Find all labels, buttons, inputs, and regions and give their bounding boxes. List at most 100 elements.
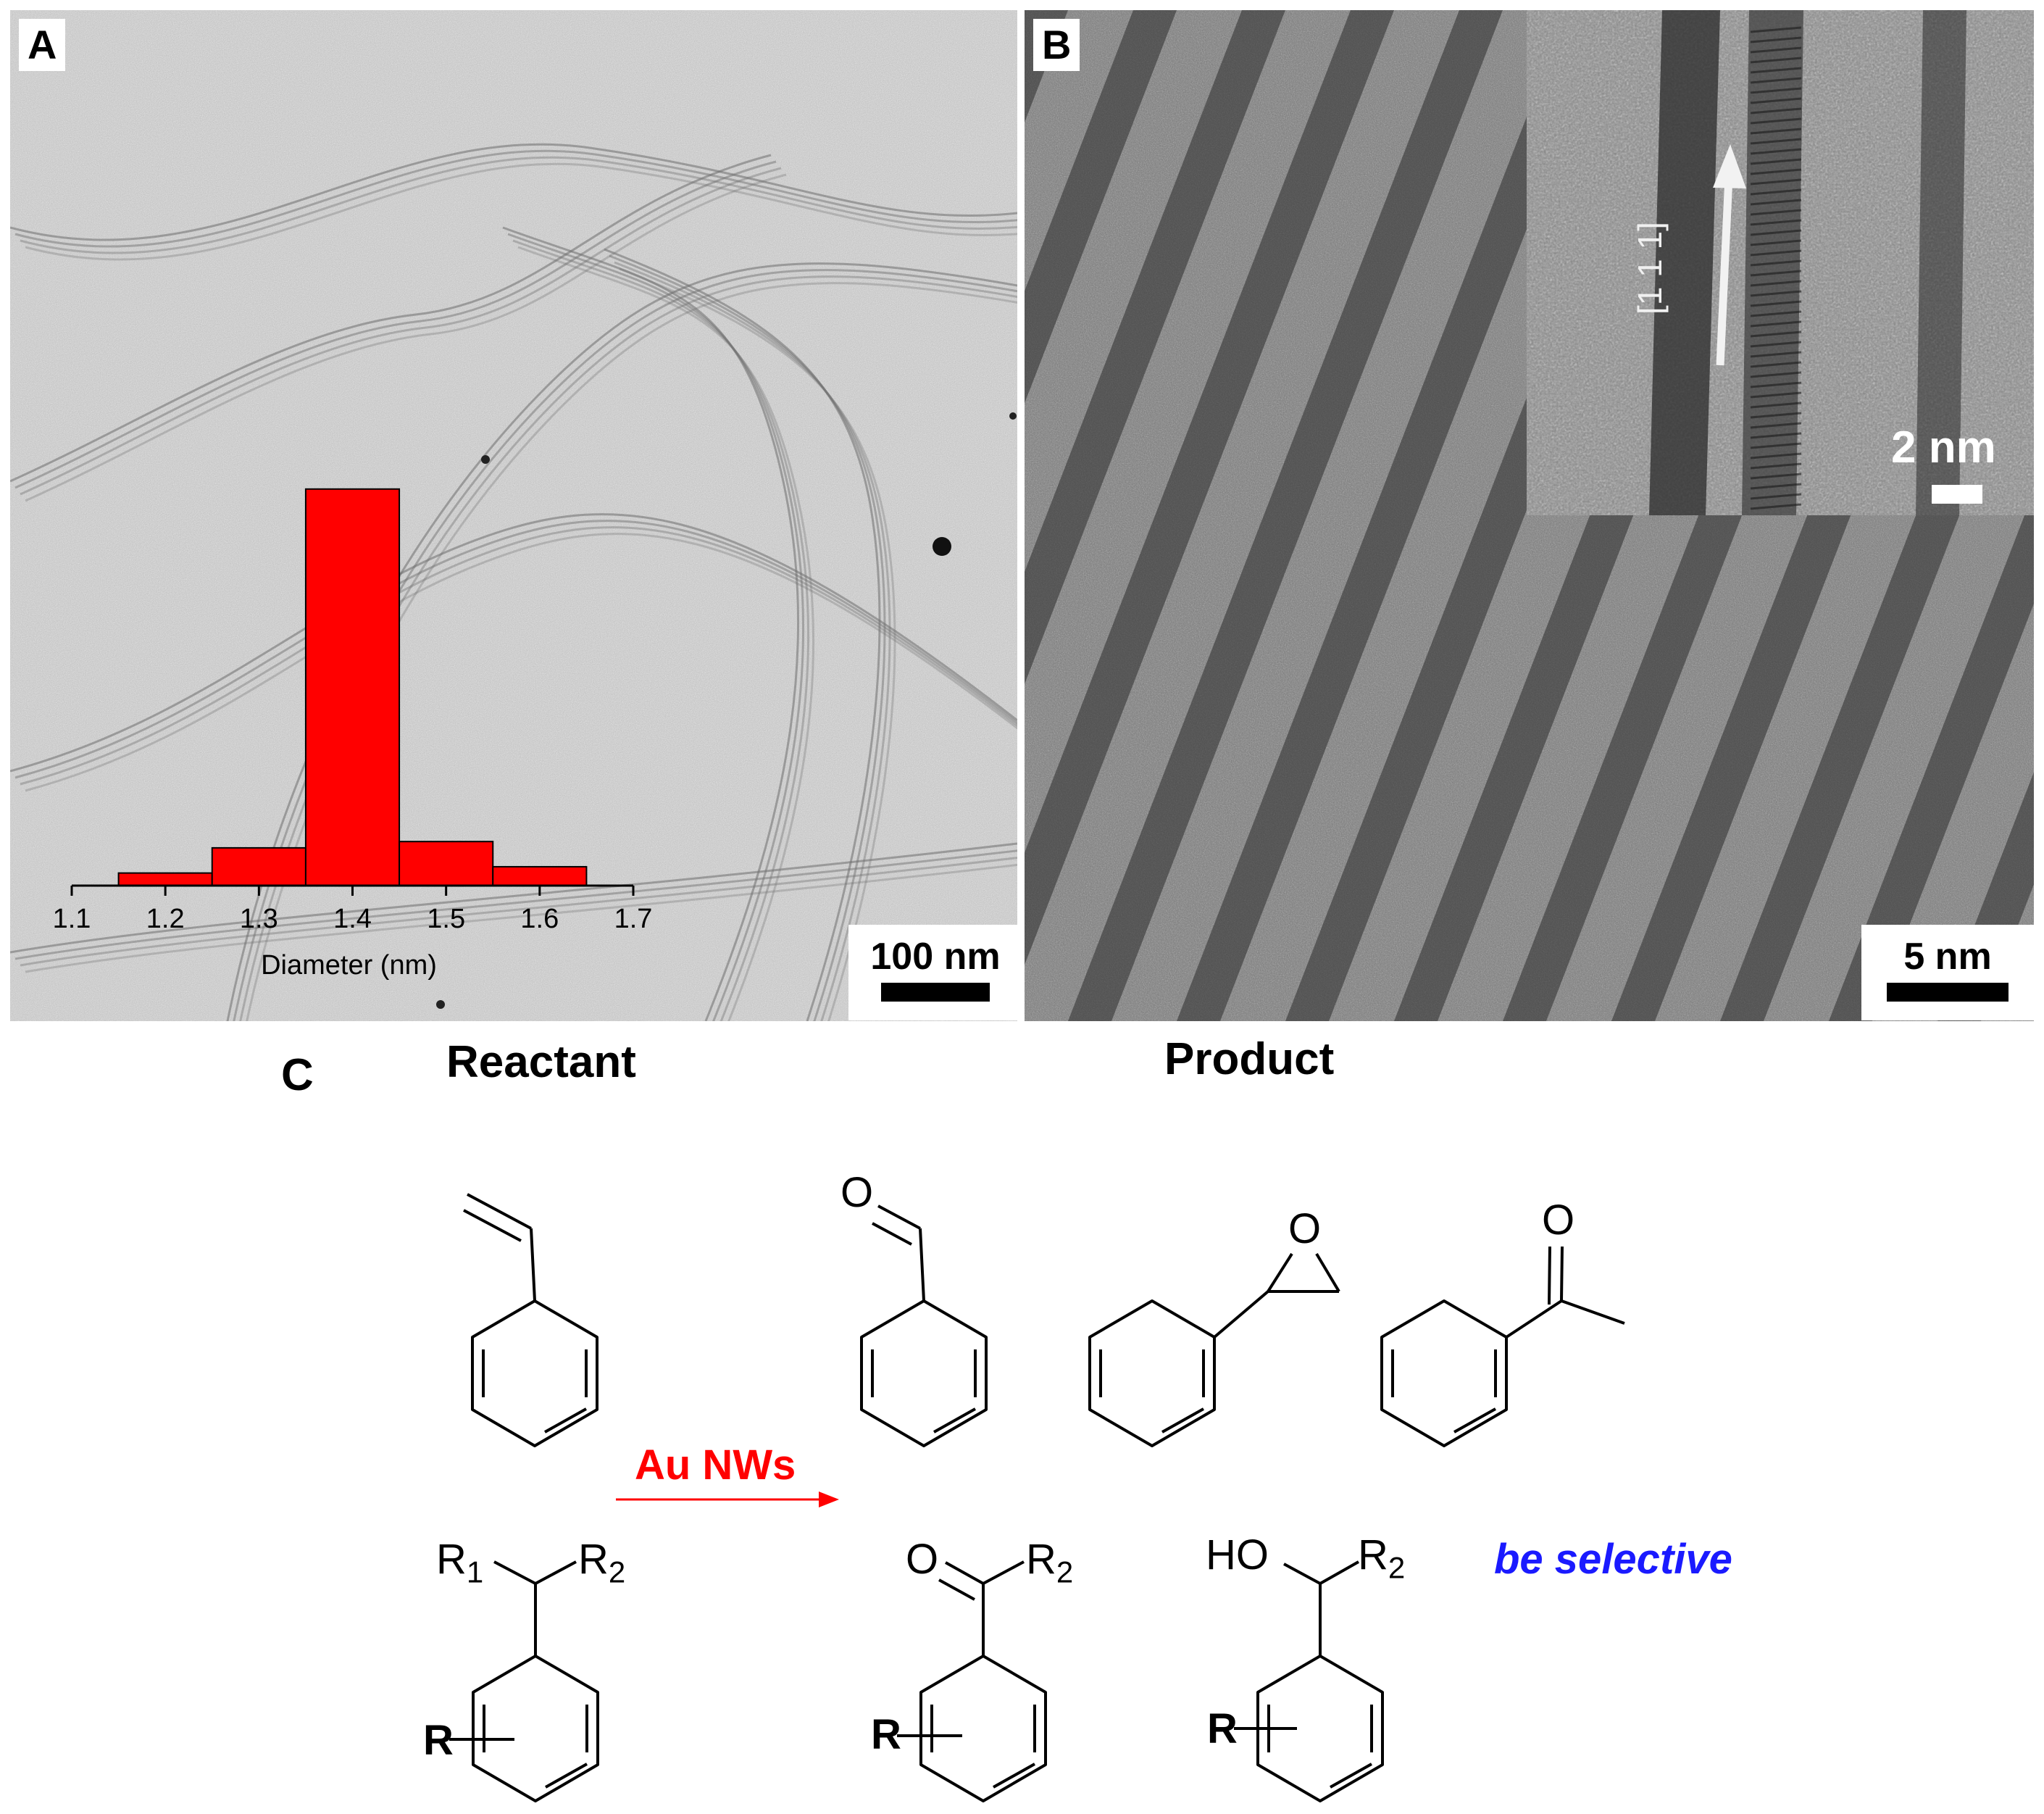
lattice-fringe bbox=[1750, 239, 1802, 246]
histogram-tick-label: 1.7 bbox=[614, 904, 653, 934]
direction-label: [1 1 1] bbox=[1631, 222, 1669, 315]
ketone-oxygen-label: O bbox=[1542, 1197, 1575, 1244]
nanowire-bundle-line bbox=[619, 267, 896, 1021]
nanowire-bundle-line bbox=[14, 160, 777, 489]
nanowire-stripe bbox=[1025, 10, 1285, 684]
r-substituent-label: R bbox=[871, 1711, 901, 1758]
nanowire-bundle-line bbox=[25, 863, 1017, 973]
histogram-tick-label: 1.4 bbox=[333, 904, 372, 934]
histogram-bar bbox=[117, 872, 213, 886]
lattice-fringe bbox=[1750, 452, 1802, 459]
lattice-fringe bbox=[1750, 107, 1802, 115]
lattice-fringe bbox=[1750, 473, 1802, 480]
nanowire-bundle-line bbox=[502, 226, 800, 1021]
r2-group-label: R2 bbox=[1026, 1536, 1074, 1589]
lattice-fringe bbox=[1750, 341, 1802, 348]
nanowire-stripe bbox=[1025, 10, 1177, 404]
nanowire-bundle-line bbox=[10, 143, 1017, 241]
lattice-fringe bbox=[1750, 168, 1802, 175]
histogram-bar bbox=[492, 865, 588, 887]
nanowire-bundle-line bbox=[10, 842, 1017, 954]
lattice-fringe bbox=[1750, 402, 1802, 409]
histogram-tick-label: 1.6 bbox=[520, 904, 559, 934]
lattice-fringe bbox=[1750, 270, 1802, 277]
lattice-fringe bbox=[1750, 67, 1802, 74]
nanowire-stripe bbox=[1177, 10, 1611, 1021]
lattice-fringe bbox=[1750, 188, 1802, 196]
generic-alcohol-structure bbox=[1234, 1560, 1384, 1802]
lattice-fringe bbox=[1750, 442, 1802, 449]
histogram-x-label: Diameter (nm) bbox=[261, 950, 437, 981]
nanowire-bundle-line bbox=[25, 162, 1017, 261]
lattice-fringe bbox=[1750, 26, 1802, 33]
acetophenone-structure bbox=[1380, 1246, 1625, 1447]
nanowire-bundle-line bbox=[604, 248, 881, 1021]
histogram-tick-label: 1.5 bbox=[427, 904, 465, 934]
reactant-heading: Reactant bbox=[446, 1037, 636, 1087]
nanowire-bundle-line bbox=[20, 857, 1017, 967]
histogram-tick-label: 1.2 bbox=[146, 904, 185, 934]
nanowire-bundle-line bbox=[20, 167, 782, 496]
direction-arrow-head bbox=[1713, 144, 1746, 188]
gold-particle bbox=[481, 455, 490, 464]
gold-particle bbox=[436, 1000, 445, 1009]
lattice-fringe bbox=[1750, 138, 1802, 145]
lattice-fringe bbox=[1750, 381, 1802, 388]
histogram-bar bbox=[211, 846, 306, 887]
scale-bar-b-line bbox=[1887, 983, 2008, 1002]
nanowire-stripe bbox=[1068, 10, 1503, 1021]
histogram-bar bbox=[304, 488, 401, 886]
nanowire-bundle-line bbox=[233, 269, 1017, 1021]
lattice-fringe bbox=[1750, 97, 1802, 104]
lattice-fringe bbox=[1750, 290, 1802, 297]
nanowire-bundle-line bbox=[517, 246, 815, 1021]
lattice-fringe bbox=[1750, 178, 1802, 186]
product-heading: Product bbox=[1164, 1034, 1335, 1084]
lattice-fringe bbox=[1750, 36, 1802, 43]
nanowire-stripe bbox=[1025, 10, 1394, 965]
nanowire-bundle-line bbox=[614, 261, 891, 1021]
histogram-tick-label: 1.1 bbox=[53, 904, 91, 934]
tem-micrograph-b bbox=[1025, 10, 2034, 1021]
lattice-fringe bbox=[1750, 412, 1802, 419]
nanowire-bundle-line bbox=[20, 156, 1017, 254]
inset-scale-bar-line bbox=[1932, 485, 1982, 504]
lattice-fringe bbox=[1750, 483, 1802, 490]
lattice-fringe bbox=[1750, 46, 1802, 54]
lattice-fringe bbox=[1750, 259, 1802, 267]
lattice-fringe bbox=[1750, 310, 1802, 317]
lattice-fringe bbox=[1750, 351, 1802, 358]
lattice-fringe bbox=[1750, 229, 1802, 236]
gold-particle bbox=[1009, 412, 1017, 420]
lattice-fringe bbox=[1750, 330, 1802, 338]
nanowire-bundle-line bbox=[25, 173, 787, 502]
lattice-fringe bbox=[1750, 249, 1802, 257]
lattice-fringe bbox=[1750, 209, 1802, 216]
lattice-fringe bbox=[1750, 148, 1802, 155]
lattice-fringes bbox=[1750, 26, 1802, 510]
styrene-structure bbox=[463, 1193, 598, 1447]
generic-reactant-structure bbox=[449, 1560, 599, 1802]
lattice-fringe bbox=[1750, 57, 1802, 64]
lattice-fringe bbox=[1750, 391, 1802, 399]
scale-bar-a: 100 nm bbox=[848, 925, 1017, 1020]
lattice-fringe bbox=[1750, 503, 1802, 510]
styrene-oxide-structure bbox=[1088, 1252, 1340, 1447]
hrtem-inset bbox=[1527, 10, 2034, 515]
scale-bar-a-text: 100 nm bbox=[870, 936, 1001, 978]
lattice-fringe bbox=[1750, 158, 1802, 165]
nanowire-bundle-line bbox=[10, 513, 1017, 773]
lattice-fringe bbox=[1750, 77, 1802, 84]
lattice-fringe bbox=[1750, 361, 1802, 368]
r-substituent-label: R bbox=[423, 1717, 454, 1764]
nanowire-bundle-line bbox=[14, 520, 1017, 779]
inset-scale-bar-text: 2 nm bbox=[1891, 423, 1996, 473]
histogram-tick-label: 1.3 bbox=[240, 904, 278, 934]
nanowire-bundles bbox=[10, 143, 1017, 1021]
direction-arrow bbox=[1716, 176, 1733, 366]
lattice-fringe bbox=[1750, 371, 1802, 378]
ketone-oxygen-label: O bbox=[906, 1536, 939, 1583]
